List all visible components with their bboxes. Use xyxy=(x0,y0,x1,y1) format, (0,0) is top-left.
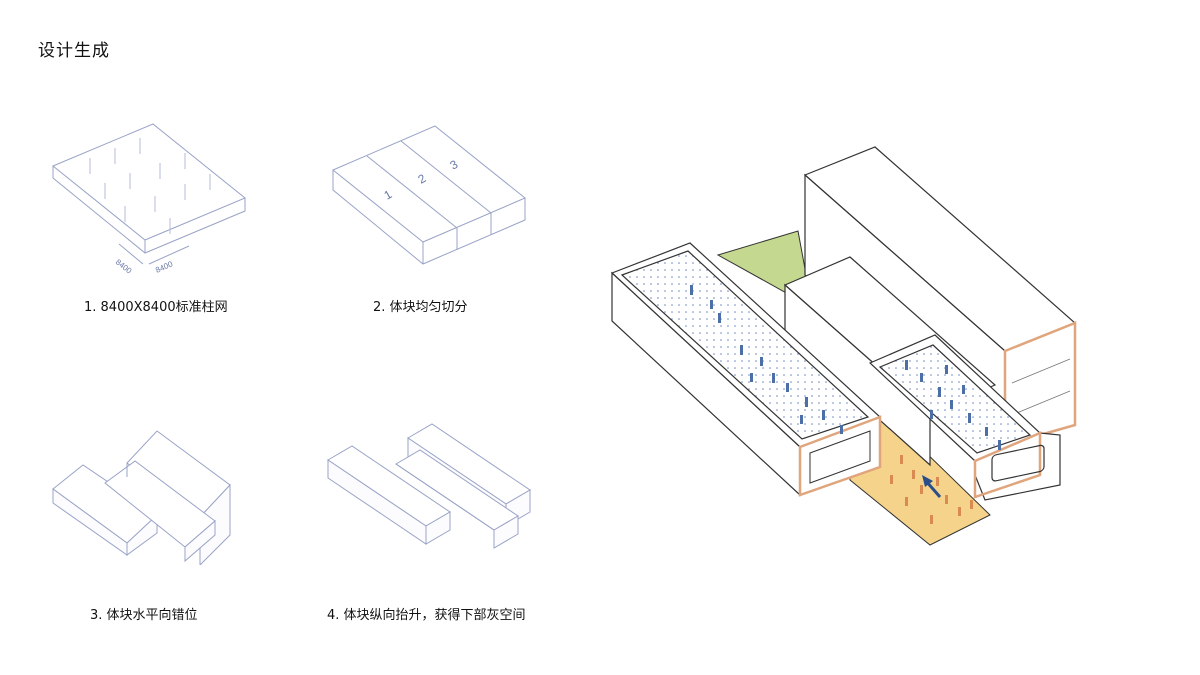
step4-lift-diagram xyxy=(327,423,531,549)
step1-grid-slab-diagram: 8400 8400 xyxy=(52,123,246,276)
main-axonometric-diagram xyxy=(610,146,1077,546)
people-orange xyxy=(890,455,973,524)
left-roof-tube xyxy=(610,242,882,497)
step3-offset-diagram xyxy=(52,430,231,565)
step2-split-diagram: 1 2 3 xyxy=(332,125,526,265)
people-blue xyxy=(690,285,1001,450)
step3-caption: 3. 体块水平向错位 xyxy=(90,608,198,623)
step1-caption: 1. 8400X8400标准柱网 xyxy=(84,300,228,315)
page-title: 设计生成 xyxy=(38,41,110,61)
direction-arrow-icon xyxy=(922,475,942,498)
dim-label-right: 8400 xyxy=(154,259,174,275)
right-roof-tube xyxy=(868,334,1061,501)
step4-caption: 4. 体块纵向抬升，获得下部灰空间 xyxy=(327,608,526,623)
dim-label-left: 8400 xyxy=(114,257,134,275)
step2-caption: 2. 体块均匀切分 xyxy=(373,300,468,315)
